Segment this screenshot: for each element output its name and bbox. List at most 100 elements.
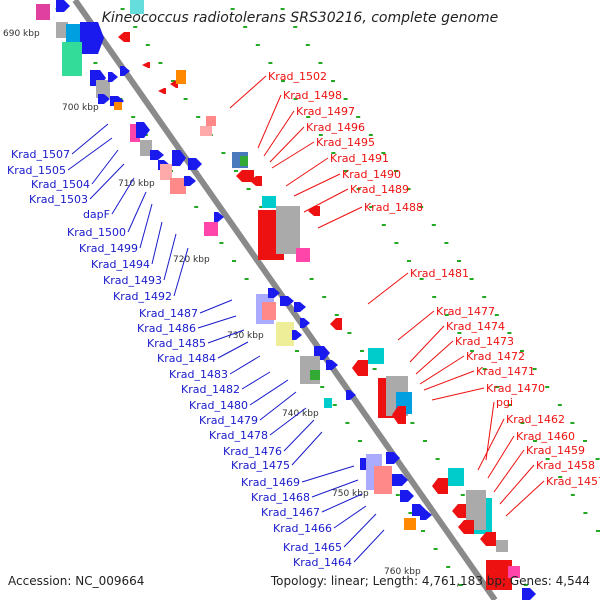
track-mark: [435, 458, 440, 460]
track-mark: [347, 332, 352, 334]
gene-label-right: Krad_1481: [410, 267, 469, 280]
leader-line: [269, 407, 307, 436]
gene-label-left: Krad_1504: [31, 178, 90, 191]
gene-feature: [176, 70, 186, 84]
leader-line: [173, 247, 189, 297]
track-mark: [482, 296, 487, 298]
track-mark: [293, 98, 298, 100]
leader-line: [139, 203, 153, 249]
leader-line: [229, 355, 261, 375]
gene-feature: [142, 62, 150, 68]
leader-line: [321, 493, 363, 513]
track-mark: [381, 152, 386, 154]
gene-label-left: Krad_1487: [139, 307, 198, 320]
gene-label-right: Krad_1496: [306, 121, 365, 134]
gene-feature: [480, 532, 496, 546]
track-mark: [183, 98, 188, 100]
track-mark: [343, 98, 348, 100]
leader-line: [89, 163, 125, 200]
leader-line: [241, 371, 271, 390]
gene-label-left: Krad_1485: [147, 337, 206, 350]
gene-label-left: Krad_1476: [223, 445, 282, 458]
gene-feature: [374, 466, 392, 494]
gene-feature: [170, 178, 186, 194]
track-mark: [482, 368, 487, 370]
gene-feature: [172, 150, 186, 166]
leader-line: [423, 370, 475, 391]
leader-line: [499, 464, 535, 505]
track-mark: [318, 62, 323, 64]
track-mark: [545, 458, 550, 460]
gene-label-left: Krad_1507: [11, 148, 70, 161]
track-mark: [345, 422, 350, 424]
gene-feature: [310, 370, 320, 380]
gene-label-left: Krad_1475: [231, 459, 290, 472]
gene-feature: [352, 360, 368, 376]
gene-feature: [300, 318, 310, 328]
gene-feature: [250, 176, 262, 186]
genome-summary: Topology: linear; Length: 4,761,183 bp; …: [270, 574, 590, 588]
gene-feature: [522, 588, 536, 600]
leader-line: [409, 325, 445, 363]
leader-line: [199, 299, 233, 314]
leader-line: [151, 221, 163, 265]
leader-line: [259, 391, 297, 421]
gene-feature: [204, 222, 218, 236]
leader-line: [317, 206, 363, 229]
leader-line: [343, 513, 377, 548]
gene-feature: [80, 22, 104, 54]
gene-label-right: Krad_1457: [546, 475, 600, 488]
track-mark: [570, 494, 575, 496]
track-mark: [131, 116, 136, 118]
tick-label: 700 kbp: [62, 103, 99, 113]
leader-line: [431, 387, 485, 401]
track-mark: [356, 116, 361, 118]
leader-line: [127, 191, 147, 233]
track-mark: [410, 422, 415, 424]
track-mark: [356, 188, 361, 190]
track-mark: [583, 512, 588, 514]
track-mark: [394, 242, 399, 244]
gene-feature: [236, 170, 254, 182]
leader-line: [415, 340, 454, 375]
track-mark: [369, 206, 374, 208]
gene-label-right: Krad_1495: [316, 136, 375, 149]
gene-feature: [280, 296, 294, 306]
leader-line: [229, 75, 267, 109]
gene-feature: [118, 32, 130, 42]
leader-line: [291, 431, 323, 466]
leader-line: [493, 449, 525, 493]
track-mark: [446, 566, 451, 568]
gene-feature: [268, 288, 280, 298]
track-mark: [255, 44, 260, 46]
track-mark: [444, 314, 449, 316]
tick-label: 750 kbp: [332, 489, 369, 499]
gene-label-left: Krad_1479: [199, 414, 258, 427]
gene-label-left: Krad_1484: [157, 352, 216, 365]
gene-label-left: Krad_1493: [103, 274, 162, 287]
gene-feature: [392, 406, 406, 424]
leader-line: [163, 233, 177, 281]
gene-label-left: Krad_1505: [7, 164, 66, 177]
leader-line: [311, 479, 359, 498]
gene-feature: [432, 478, 448, 494]
track-mark: [93, 62, 98, 64]
track-mark: [243, 26, 248, 28]
leader-line: [257, 94, 282, 149]
track-mark: [595, 458, 600, 460]
gene-feature: [404, 518, 416, 530]
track-mark: [145, 44, 150, 46]
gene-feature: [452, 504, 466, 518]
track-mark: [596, 530, 600, 532]
gene-feature: [420, 510, 432, 520]
gene-label-left: Krad_1500: [67, 226, 126, 239]
gene-feature: [56, 22, 68, 38]
gene-feature: [160, 164, 172, 180]
track-mark: [460, 494, 465, 496]
track-mark: [171, 80, 175, 82]
track-mark: [494, 314, 499, 316]
track-mark: [305, 44, 310, 46]
gene-feature: [158, 88, 166, 94]
leader-line: [367, 272, 409, 305]
gene-feature: [200, 126, 212, 136]
